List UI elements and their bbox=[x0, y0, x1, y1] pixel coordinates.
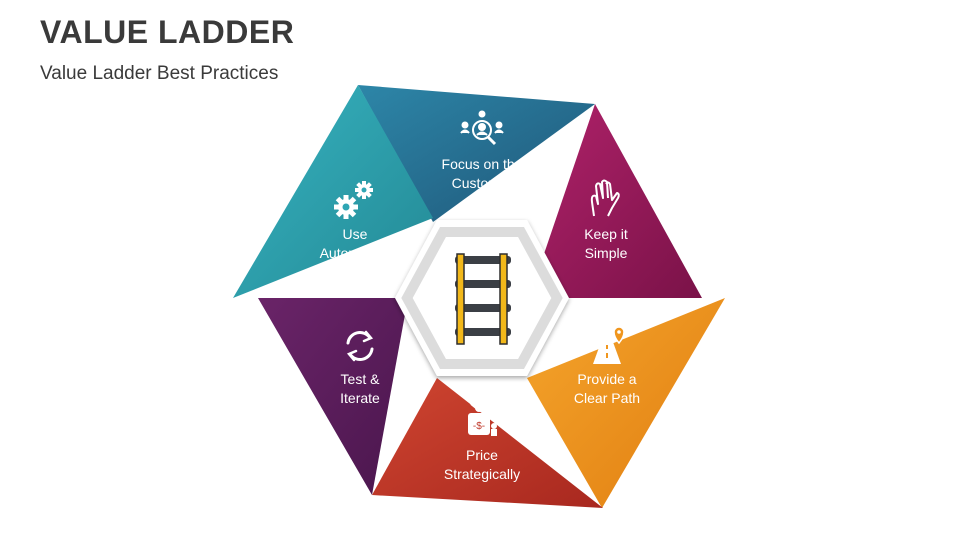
label-price-line2: Strategically bbox=[444, 466, 520, 482]
svg-text:-$-: -$- bbox=[473, 421, 485, 432]
segment-focus-customer bbox=[358, 85, 595, 222]
label-path-line2: Clear Path bbox=[574, 390, 640, 406]
label-automation-line1: Use bbox=[343, 226, 368, 242]
segment-use-automation bbox=[233, 85, 433, 298]
refresh-arrows-icon bbox=[346, 330, 374, 362]
segment-clear-path bbox=[527, 298, 725, 508]
ladder-icon bbox=[455, 253, 511, 345]
page-title: VALUE LADDER bbox=[40, 14, 295, 50]
hands-icon bbox=[590, 179, 620, 217]
segment-test-iterate bbox=[258, 298, 408, 495]
label-focus-line1: Focus on the bbox=[442, 156, 523, 172]
label-test-line2: Iterate bbox=[340, 390, 380, 406]
customer-search-icon bbox=[460, 110, 504, 146]
road-pin-icon bbox=[593, 326, 625, 364]
page-subtitle: Value Ladder Best Practices bbox=[40, 63, 279, 84]
gears-icon bbox=[334, 181, 373, 219]
label-simple-line1: Keep it bbox=[584, 226, 628, 242]
label-price-line1: Price bbox=[466, 447, 498, 463]
label-simple-line2: Simple bbox=[585, 245, 628, 261]
center-hexagon bbox=[401, 227, 563, 369]
label-automation-line2: Automation bbox=[320, 245, 391, 261]
segment-price-strategically bbox=[372, 378, 603, 508]
label-focus-line2: Customer bbox=[452, 175, 513, 191]
label-path-line1: Provide a bbox=[577, 371, 636, 387]
price-tag-icon: -$- bbox=[468, 403, 497, 436]
label-test-line1: Test & bbox=[341, 371, 381, 387]
